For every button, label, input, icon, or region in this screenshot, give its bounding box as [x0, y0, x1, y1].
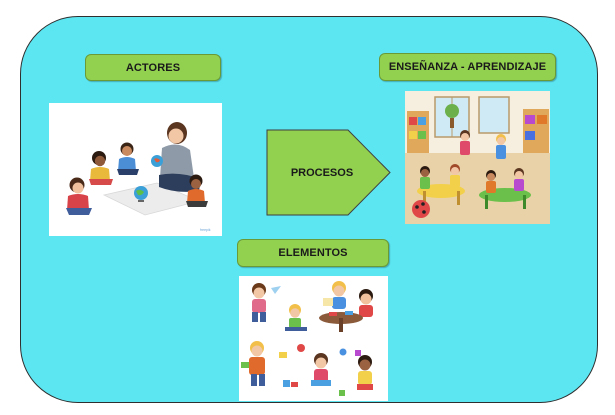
- elementos-label: ELEMENTOS: [237, 239, 389, 267]
- actores-label: ACTORES: [85, 54, 221, 81]
- ensenanza-aprendizaje-label: ENSEÑANZA - APRENDIZAJE: [379, 53, 556, 81]
- elementos-label-text: ELEMENTOS: [278, 247, 348, 259]
- learning-materials-illustration: [239, 276, 388, 401]
- teacher-children-illustration: freepik: [49, 103, 222, 236]
- actores-image: freepik: [49, 103, 222, 236]
- ensenanza-aprendizaje-label-text: ENSEÑANZA - APRENDIZAJE: [388, 61, 547, 73]
- classroom-illustration: [405, 91, 550, 224]
- elementos-image: [239, 276, 388, 401]
- procesos-label: PROCESOS: [290, 166, 354, 179]
- procesos-arrow: PROCESOS: [266, 129, 391, 216]
- procesos-arrow-shape: [266, 129, 391, 216]
- actores-label-text: ACTORES: [125, 61, 181, 74]
- svg-text:freepik: freepik: [200, 228, 211, 232]
- ensenanza-aprendizaje-image: [405, 91, 550, 224]
